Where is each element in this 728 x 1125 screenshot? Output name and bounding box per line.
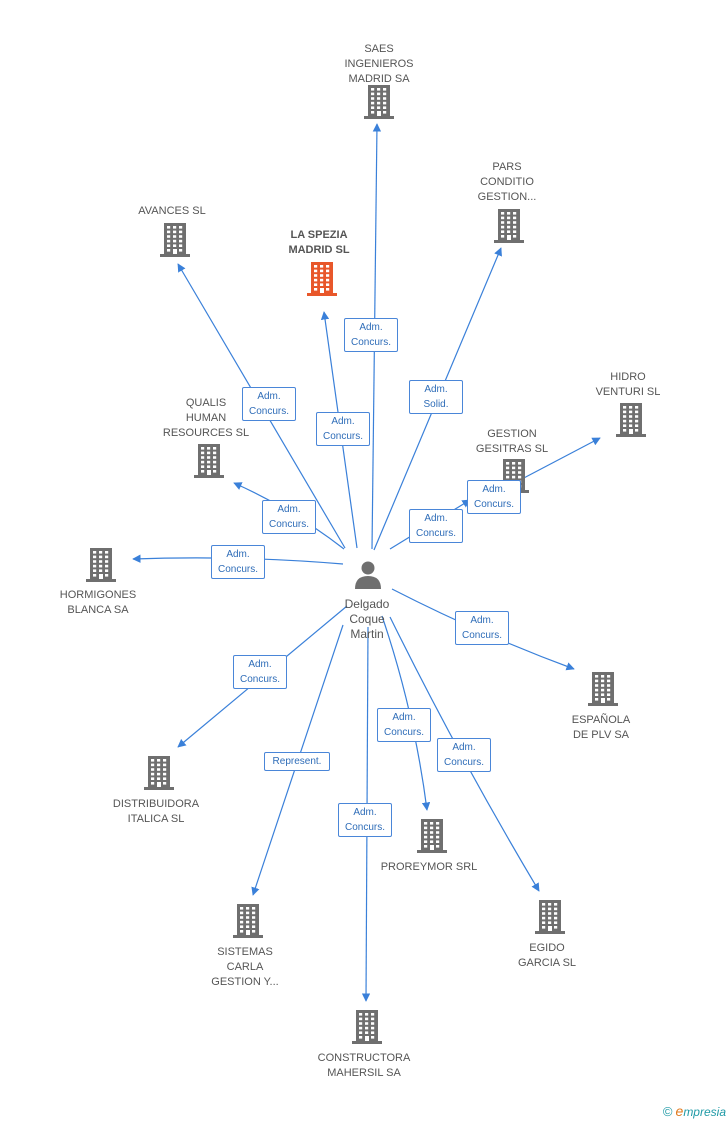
building-icon-sistemas[interactable] (233, 904, 263, 938)
edge-label-hormigones[interactable]: Adm. Concurs. (211, 545, 265, 579)
node-label-laspezia[interactable]: LA SPEZIA MADRID SL (288, 229, 350, 256)
node-label-proreymor[interactable]: PROREYMOR SRL (380, 861, 478, 873)
edge-label-laspezia[interactable]: Adm. Concurs. (316, 412, 370, 446)
person-icon[interactable] (355, 561, 381, 590)
node-label-hidro[interactable]: HIDRO VENTURI SL (595, 371, 661, 398)
edge-label-distribuidora[interactable]: Adm. Concurs. (233, 655, 287, 689)
edge-hidro (519, 437, 601, 481)
edge-label-constructora[interactable]: Adm. Concurs. (338, 803, 392, 837)
building-icon-laspezia[interactable] (307, 262, 337, 296)
edge-label-qualis[interactable]: Adm. Concurs. (262, 500, 316, 534)
building-icon-pars[interactable] (494, 209, 524, 243)
node-label-distribuidora[interactable]: DISTRIBUIDORA ITALICA SL (112, 798, 200, 825)
edge-label-hidro[interactable]: Adm. Concurs. (467, 480, 521, 514)
node-label-constructora[interactable]: CONSTRUCTORA MAHERSIL SA (317, 1052, 411, 1079)
building-icon-qualis[interactable] (194, 444, 224, 478)
building-icon-egido[interactable] (535, 900, 565, 934)
building-icon-proreymor[interactable] (417, 819, 447, 853)
node-label-avances[interactable]: AVANCES SL (138, 205, 206, 217)
building-icon-hormigones[interactable] (86, 548, 116, 582)
edge-label-gesitras[interactable]: Adm. Concurs. (409, 509, 463, 543)
edge-label-avances[interactable]: Adm. Concurs. (242, 387, 296, 421)
node-label-pars[interactable]: PARS CONDITIO GESTION... (477, 161, 537, 203)
node-label-hormigones[interactable]: HORMIGONES BLANCA SA (59, 589, 137, 616)
footer-brand: ©empresia (663, 1103, 726, 1119)
building-icon-espanola[interactable] (588, 672, 618, 706)
building-icon-hidro[interactable] (616, 403, 646, 437)
edge-label-proreymor[interactable]: Adm. Concurs. (377, 708, 431, 742)
node-label-qualis[interactable]: QUALIS HUMAN RESOURCES SL (162, 397, 250, 439)
edge-label-pars[interactable]: Adm. Solid. (409, 380, 463, 414)
building-icon-constructora[interactable] (352, 1010, 382, 1044)
edge-label-egido[interactable]: Adm. Concurs. (437, 738, 491, 772)
edge-label-espanola[interactable]: Adm. Concurs. (455, 611, 509, 645)
brand-logo-text: mpresia (683, 1105, 726, 1119)
building-icon-distribuidora[interactable] (144, 756, 174, 790)
node-label-espanola[interactable]: ESPAÑOLA DE PLV SA (571, 714, 631, 741)
brand-logo-e: e (675, 1103, 684, 1119)
node-label-gesitras[interactable]: GESTION GESITRAS SL (475, 428, 549, 455)
edge-label-sistemas[interactable]: Represent. (264, 751, 330, 771)
node-label-egido[interactable]: EGIDO GARCIA SL (517, 942, 577, 969)
copyright-icon: © (662, 1104, 673, 1119)
building-icon-saes[interactable] (364, 85, 394, 119)
node-label-saes[interactable]: SAES INGENIEROS MADRID SA (344, 43, 414, 85)
building-icon-avances[interactable] (160, 223, 190, 257)
edge-label-saes[interactable]: Adm. Concurs. (344, 318, 398, 352)
node-label-sistemas[interactable]: SISTEMAS CARLA GESTION Y... (211, 946, 279, 988)
person-label[interactable]: Delgado Coque Martin (344, 597, 390, 641)
